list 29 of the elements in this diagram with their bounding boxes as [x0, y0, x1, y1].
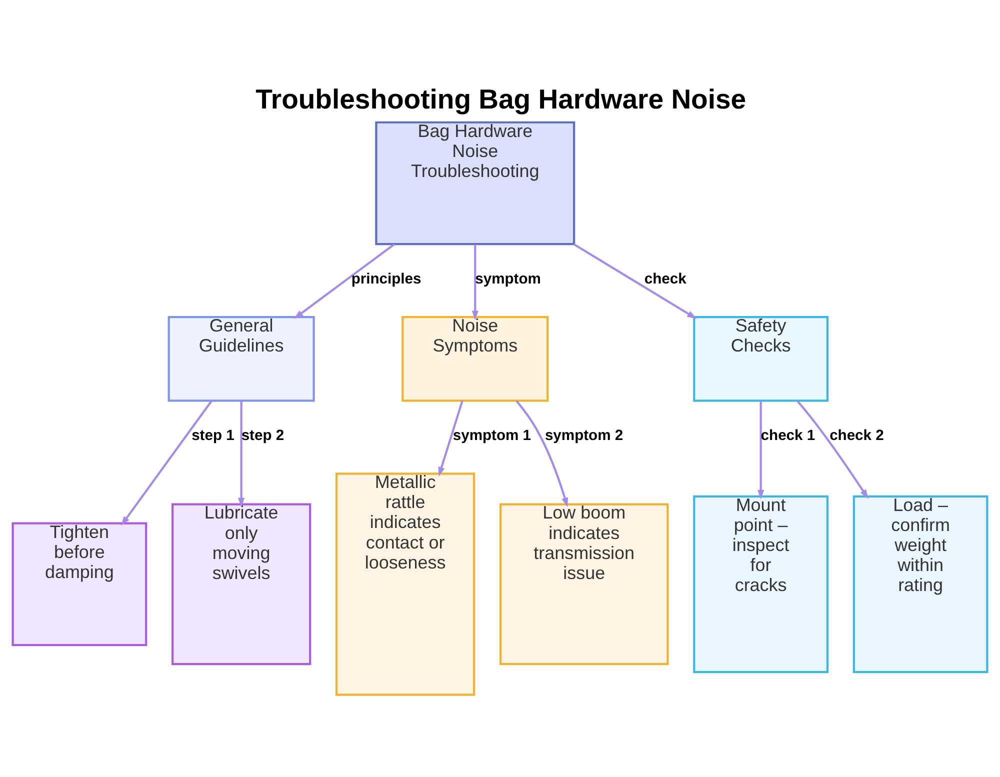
node-box: Mount point – inspect for cracks — [693, 494, 829, 673]
node-box: Bag Hardware Noise Troubleshooting — [375, 120, 576, 245]
arrow — [472, 244, 478, 320]
arrow — [516, 400, 568, 507]
node-box: Low boom indicates transmission issue — [499, 502, 669, 665]
edge-label: check 2 — [830, 427, 884, 444]
edge-label: symptom 1 — [452, 427, 532, 444]
node-box: Metallic rattle indicates contact or looseness — [335, 472, 476, 696]
edge-label: check — [644, 270, 686, 287]
edge-label: check 1 — [760, 427, 816, 444]
edge-label: step 2 — [241, 427, 284, 444]
arrow — [294, 242, 395, 318]
diagram-title: Troubleshooting Bag Hardware Noise — [256, 82, 746, 114]
node-box: Noise Symptoms — [402, 316, 549, 402]
arrow — [438, 400, 464, 476]
edge-label: principles — [351, 270, 422, 287]
arrow — [757, 400, 764, 499]
node-box: General Guidelines — [168, 316, 315, 402]
arrow — [238, 400, 245, 507]
node-box: Safety Checks — [693, 316, 829, 402]
arrow — [796, 400, 868, 498]
node-box: Load – confirm weight within rating — [852, 494, 988, 673]
arrow — [121, 400, 213, 526]
node-box: Tighten before damping — [12, 522, 148, 646]
arrow — [573, 242, 697, 318]
node-box: Lubricate only moving swivels — [171, 502, 312, 665]
edge-label: symptom — [475, 270, 541, 287]
edge-label: step 1 — [192, 427, 234, 444]
edge-label: symptom 2 — [544, 427, 624, 444]
